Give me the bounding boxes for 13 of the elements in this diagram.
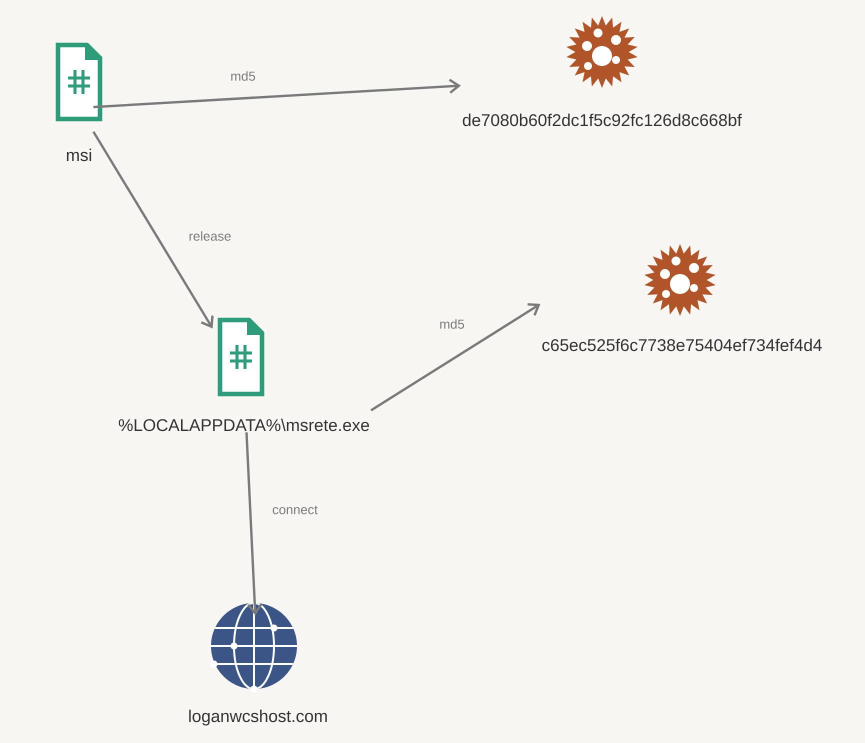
node-label: msi (66, 148, 92, 162)
arrow (245, 432, 262, 616)
node-label: loganwcshost.com (189, 710, 327, 726)
edge-label: md5 (229, 70, 257, 82)
arrow (370, 303, 540, 412)
node-label: c65ec525f6c7738e75404ef734fef4d4 (542, 338, 822, 352)
node-label: de7080b60f2dc1f5c92fc126d8c668bf (462, 114, 742, 126)
node-label: %LOCALAPPDATA%\msrete.exe (118, 418, 370, 432)
edge-label: release (188, 230, 232, 242)
edge-label: md5 (438, 318, 466, 330)
edge-label: connect (271, 504, 319, 516)
arrow (92, 131, 214, 328)
arrow (93, 78, 461, 108)
